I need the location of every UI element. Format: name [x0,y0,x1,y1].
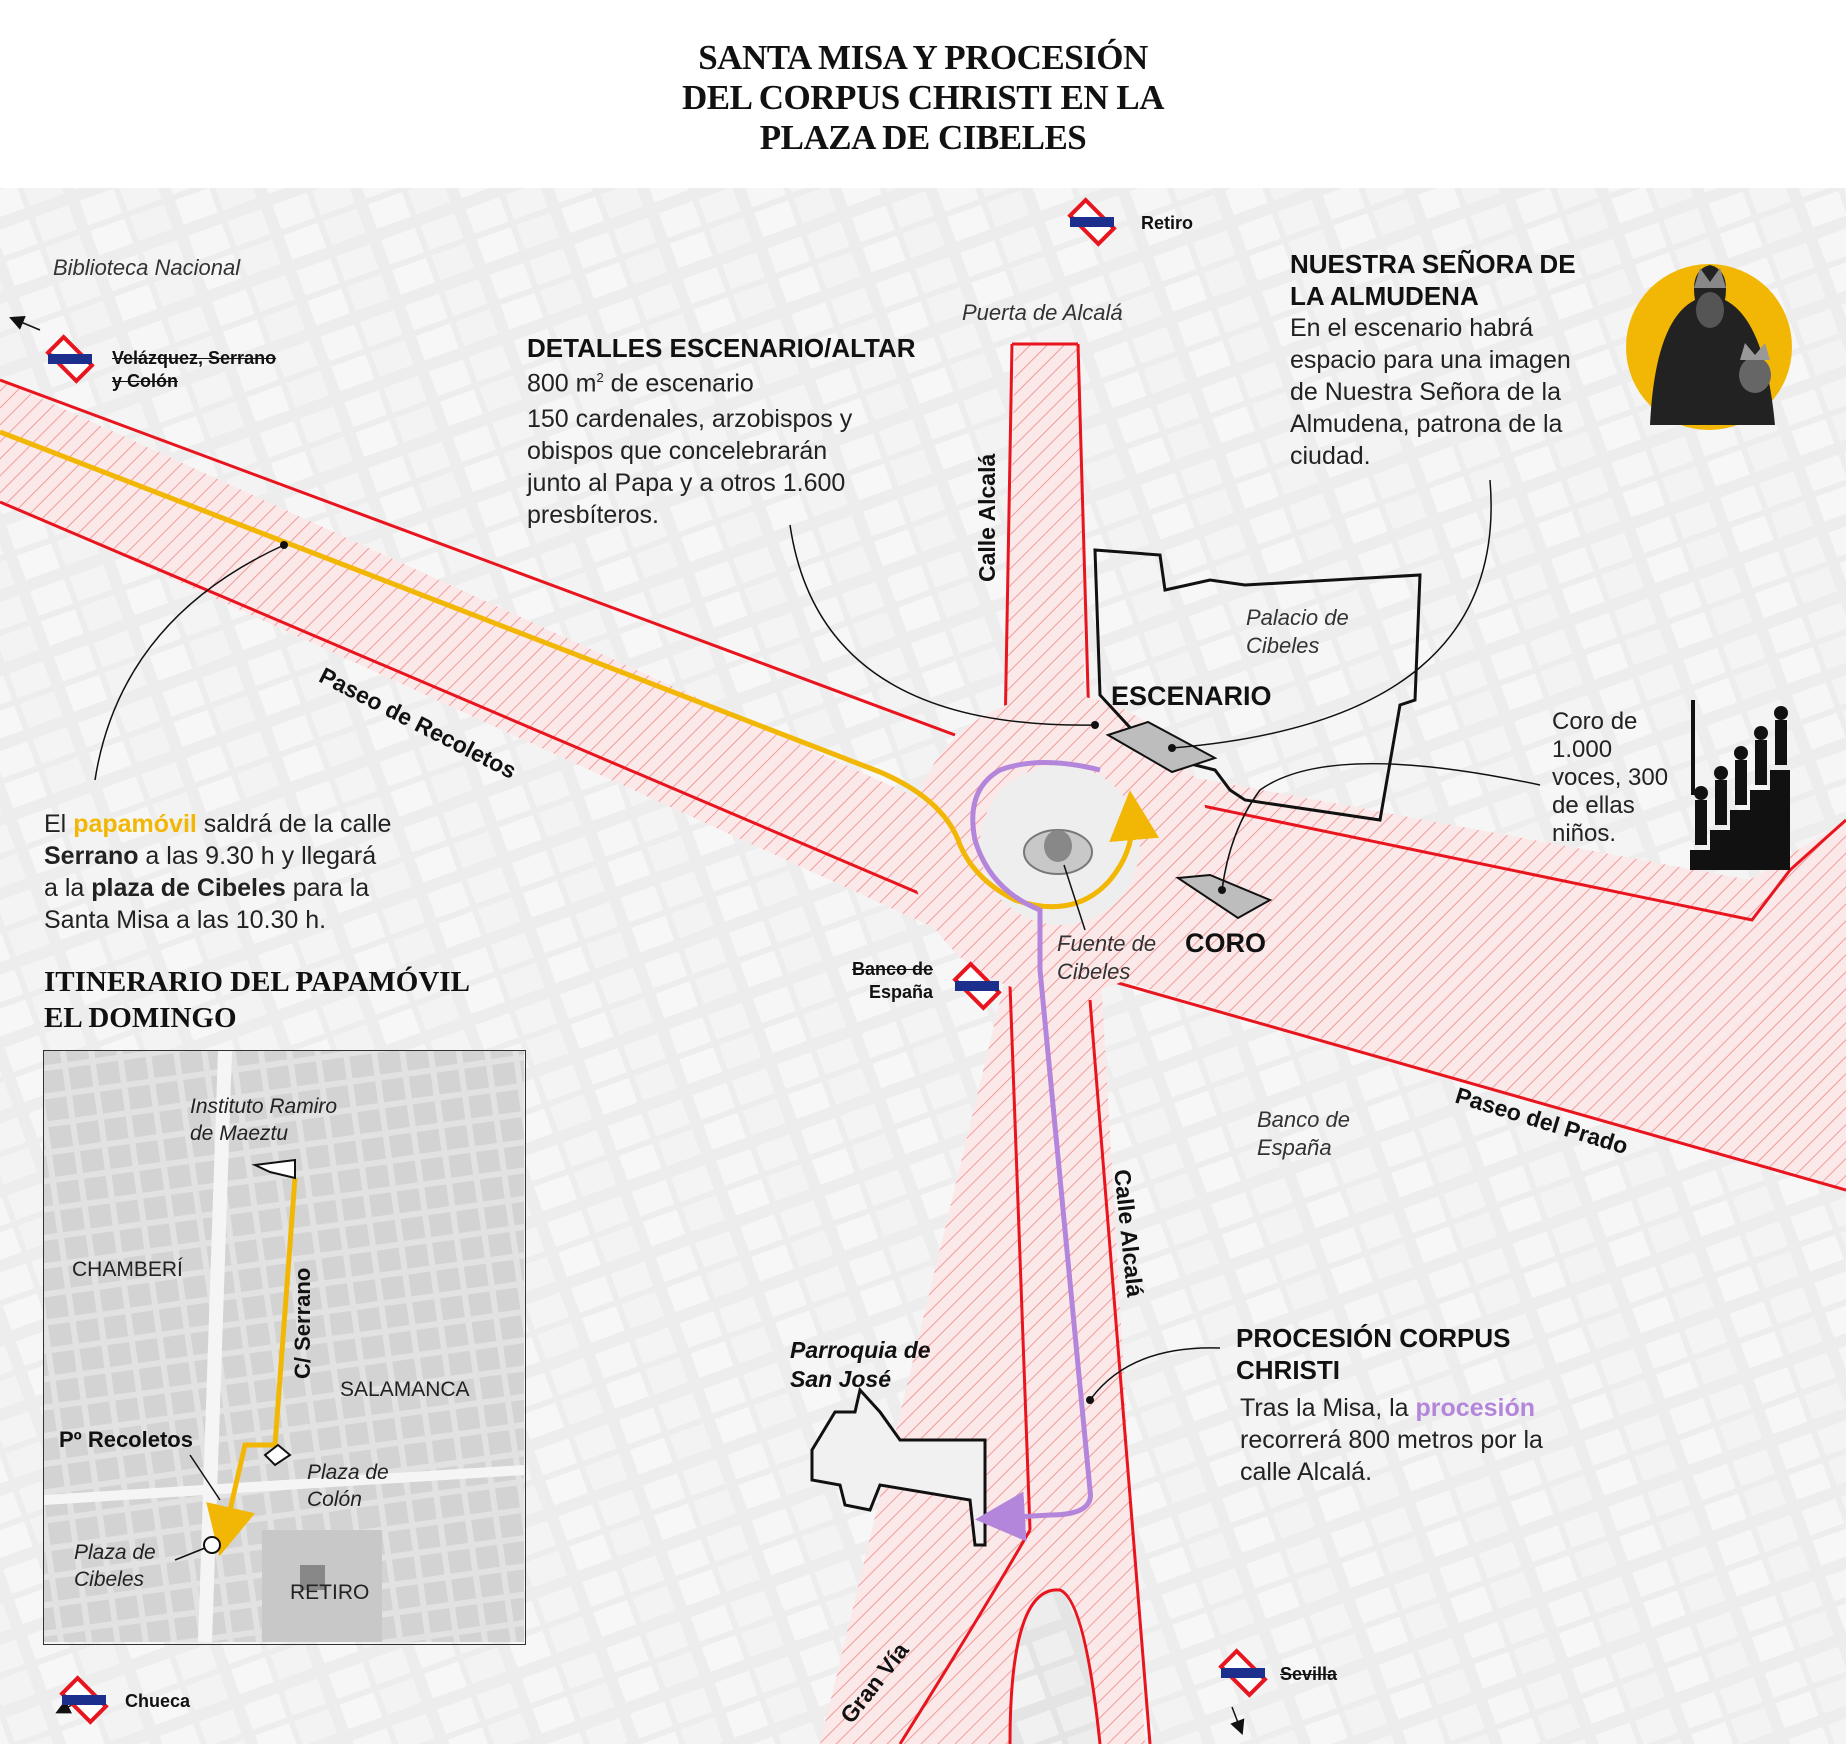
leader-papamovil [94,544,285,781]
papamovil-route [0,429,1160,910]
coro-label: CORO [1185,928,1266,958]
calle-alcala-south-road [820,960,1145,1744]
escenario-size: 800 m2 de escenario [527,369,754,398]
escenario-desc: 150 cardenales, arzobispos y obispos que… [527,405,853,530]
papamovil-info: El papamóvil saldrá de la calle Serrano … [44,810,392,934]
parroquia-outline [810,1386,987,1547]
almudena-info: NUESTRA SEÑORA DE LA ALMUDENA En el esce… [1290,249,1576,470]
fountain-icon [1023,829,1093,875]
retiro-inset-label: RETIRO [290,1581,370,1604]
street-alcala-north: Calle Alcalá [974,453,1000,582]
metro-icon [1218,1648,1268,1698]
metro-icon [1067,197,1117,247]
calle-alcala-north-road [1005,344,1085,770]
leader-fuente [1063,864,1086,931]
title-line: SANTA MISA Y PROCESIÓN [698,38,1148,77]
coro-info: Coro de 1.000 voces, 300 de ellas niños. [1552,708,1669,847]
page-title: SANTA MISA Y PROCESIÓN DEL CORPUS CHRIST… [560,38,1286,158]
escenario-label: ESCENARIO [1111,681,1272,711]
salamanca-label: SALAMANCA [340,1378,470,1401]
title-line: PLAZA DE CIBELES [759,118,1087,157]
paseo-recoletos-road [0,380,1010,935]
choir-icon [1690,700,1790,870]
metro-icon [59,1675,109,1725]
leader-procesion [1089,1347,1221,1401]
serrano-label: C/ Serrano [290,1267,315,1379]
arrow-icon [9,315,41,331]
biblioteca-label: Biblioteca Nacional [53,255,241,280]
procesion-info: PROCESIÓN CORPUS CHRISTI Tras la Misa, l… [1236,1323,1543,1486]
metro-icon [952,961,1002,1011]
coro-platform [1175,873,1273,920]
chamberi-label: CHAMBERÍ [72,1258,183,1281]
metro-sevilla-label: Sevilla [1280,1664,1338,1684]
recoletos-inset-label: Pº Recoletos [59,1427,193,1452]
metro-chueca-label: Chueca [125,1691,191,1711]
procesion-route [970,760,1101,1542]
metro-icon [45,334,95,384]
leader-almudena [1171,479,1492,749]
title-line: DEL CORPUS CHRISTI EN LA [682,78,1165,117]
metro-retiro-label: Retiro [1141,213,1194,233]
leader-escenario [789,524,1096,726]
stage-icon [1105,720,1218,774]
virgin-image-icon [1626,264,1792,430]
puerta-alcala-label: Puerta de Alcalá [962,300,1123,325]
inset-map-graphics [44,1051,524,1642]
escenario-heading: DETALLES ESCENARIO/ALTAR [527,333,916,363]
arrow-icon [1230,1706,1245,1736]
itinerario-title: ITINERARIO DEL PAPAMÓVIL EL DOMINGO [44,966,470,1034]
paseo-prado-road [1100,760,1846,1190]
escenario-info: DETALLES ESCENARIO/ALTAR 800 m2 de escen… [527,332,916,531]
leader-coro [1221,763,1541,891]
